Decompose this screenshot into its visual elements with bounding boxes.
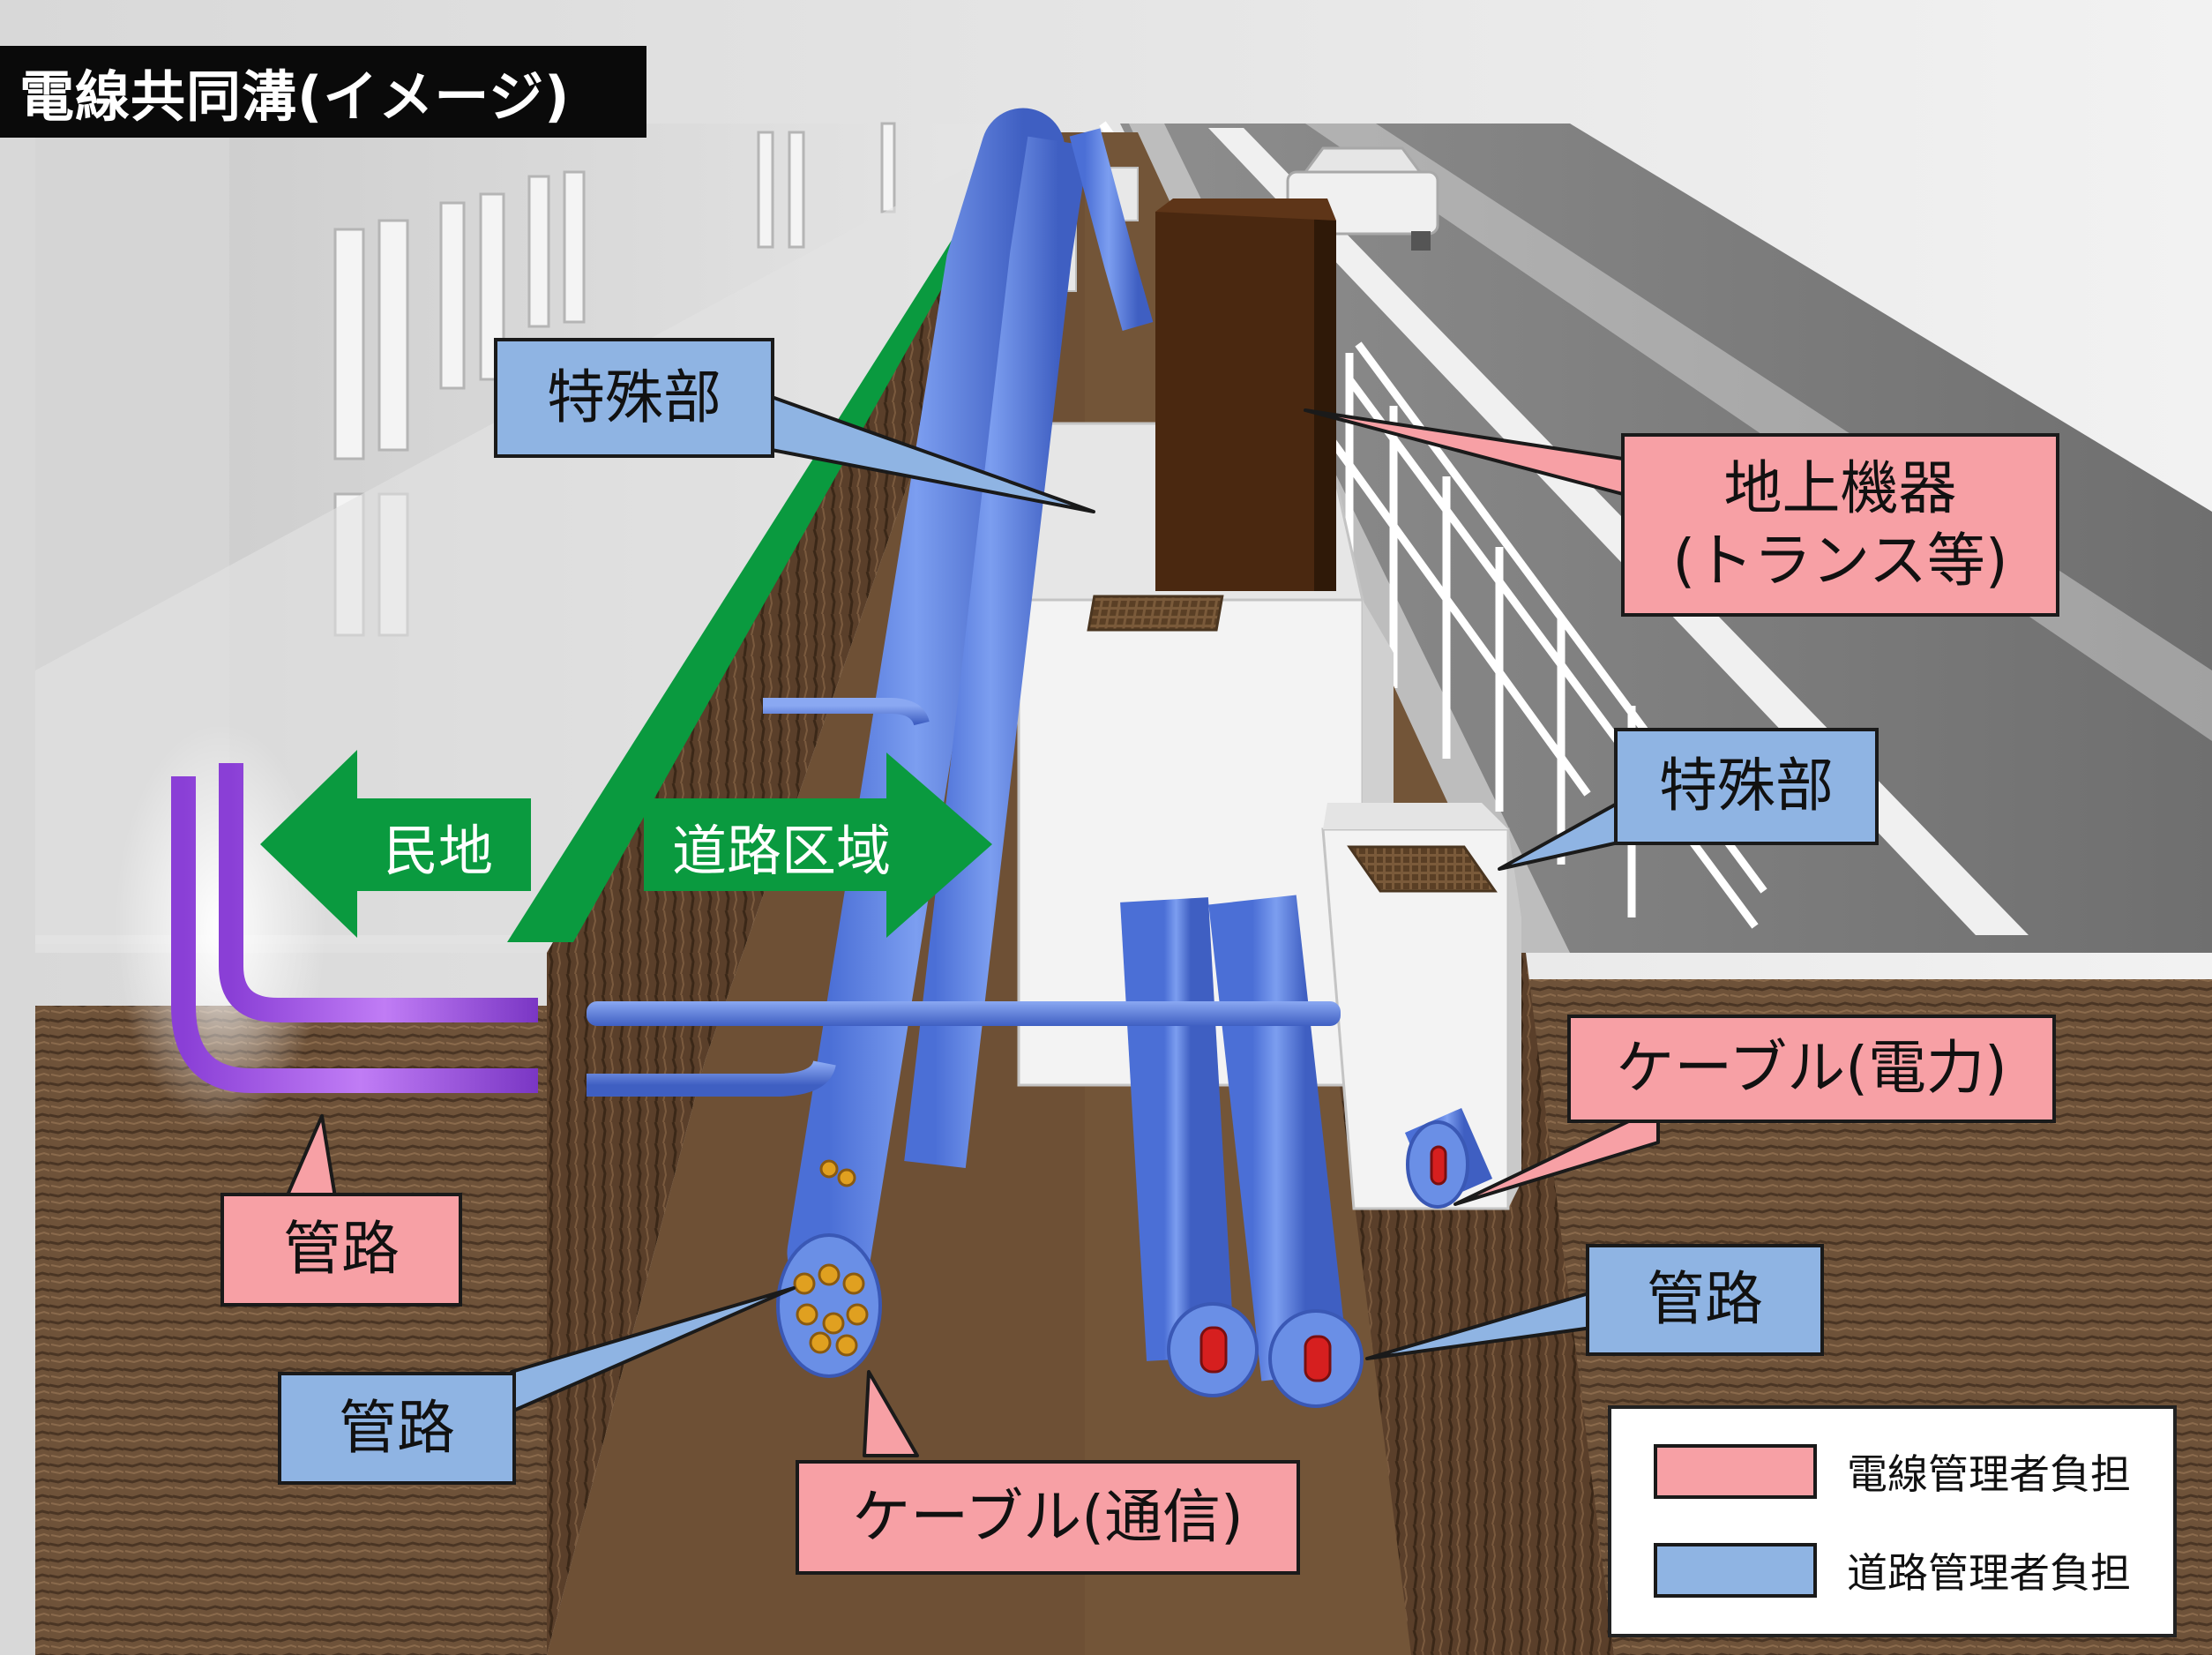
road-boundary-line [507, 141, 1025, 942]
road-area-label: 道路区域 [671, 819, 891, 883]
callout-pointers [285, 395, 1660, 1457]
callout-cable-power: ケーブル(電力) [1567, 1015, 2056, 1123]
ground-equipment-box [1155, 198, 1336, 591]
buildings [35, 122, 1032, 953]
callout-conduit-left-pink: 管路 [220, 1193, 462, 1307]
cables [793, 1145, 1447, 1382]
area-arrows [260, 750, 992, 938]
callout-cable-telecom: ケーブル(通信) [796, 1460, 1300, 1575]
legend-swatch-cable-manager [1654, 1444, 1817, 1499]
callout-conduit-left-blue: 管路 [278, 1372, 516, 1485]
callout-special-part-right: 特殊部 [1614, 728, 1879, 845]
callout-conduit-right: 管路 [1586, 1244, 1824, 1356]
road-manager-conduits [587, 108, 1493, 1408]
callout-special-part-top: 特殊部 [494, 338, 774, 458]
private-land-conduits [115, 723, 538, 1129]
legend: 電線管理者負担 道路管理者負担 [1608, 1405, 2177, 1637]
legend-label-road-manager: 道路管理者負担 [1847, 1549, 2131, 1597]
legend-item-road-manager: 道路管理者負担 [1654, 1541, 2131, 1599]
road-area-arrow [644, 753, 992, 938]
private-land-label: 民地 [383, 819, 493, 883]
legend-swatch-road-manager [1654, 1543, 1817, 1598]
legend-item-cable-manager: 電線管理者負担 [1654, 1442, 2131, 1501]
legend-label-cable-manager: 電線管理者負担 [1847, 1450, 2131, 1498]
private-land-arrow [260, 750, 531, 938]
page-title: 電線共同溝(イメージ) [0, 46, 646, 138]
callout-ground-equipment: 地上機器 (トランス等) [1621, 433, 2059, 617]
